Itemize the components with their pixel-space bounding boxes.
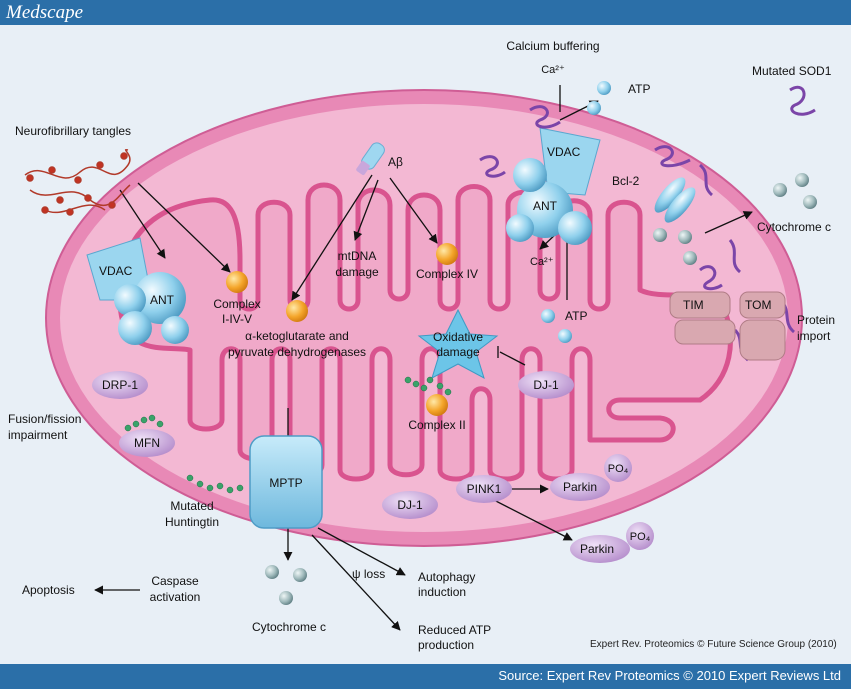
label-atp-mid: ATP: [565, 309, 588, 323]
label-reduced-atp-1: Reduced ATP: [418, 623, 492, 637]
tim-tom-complex: [669, 291, 786, 361]
pink1-protein: [456, 475, 512, 503]
dj1-protein-b: [382, 491, 438, 519]
label-tom: TOM: [745, 298, 772, 312]
label-complex-ii: Complex II: [408, 418, 466, 432]
label-vdac-right: VDAC: [547, 145, 581, 159]
label-complex-1b: I-IV-V: [221, 312, 253, 326]
label-atp-top: ATP: [628, 82, 651, 96]
label-fusion-2: impairment: [8, 428, 68, 442]
mfn-protein: [119, 429, 175, 457]
huntingtin-beads: [124, 376, 452, 494]
label-mutated-htt-2: Huntingtin: [164, 515, 220, 529]
label-caspase-1: Caspase: [151, 574, 199, 588]
complex-iv-ball: [436, 243, 458, 265]
header-bar: Medscape: [0, 0, 851, 25]
diagram-canvas: Calcium buffering Ca²⁺ ATP Mutated SOD1 …: [0, 25, 851, 664]
label-pink1: PINK1: [466, 482, 502, 496]
label-dj1-a: DJ-1: [533, 378, 559, 392]
label-apoptosis: Apoptosis: [22, 583, 75, 597]
label-alpha-kg-1: α-ketoglutarate and: [245, 329, 349, 343]
label-drp1: DRP-1: [101, 378, 139, 392]
label-oxidative-2: damage: [436, 345, 480, 359]
label-protein-import-2: import: [797, 329, 831, 343]
label-mfn: MFN: [134, 436, 160, 450]
label-psi-loss: ψ loss: [352, 567, 386, 581]
ant-left-ball: [134, 272, 186, 324]
label-parkin-b: Parkin: [579, 542, 615, 556]
label-ca-top: Ca²⁺: [541, 64, 565, 76]
complex-i-iv-v-ball: [226, 271, 248, 293]
label-autophagy-2: induction: [418, 585, 467, 599]
label-fusion-1: Fusion/fission: [8, 412, 82, 426]
mptp-channel: [249, 435, 323, 529]
source-text: Source: Expert Rev Proteomics © 2010 Exp…: [498, 668, 841, 683]
parkin-protein-a: [550, 473, 610, 501]
label-alpha-kg-2: pyruvate dehydrogenases: [227, 345, 367, 359]
figure-credit: Expert Rev. Proteomics © Future Science …: [590, 639, 837, 650]
label-mtdna-1: mtDNA: [337, 249, 377, 263]
label-parkin-a: Parkin: [562, 480, 598, 494]
footer-bar: Source: Expert Rev Proteomics © 2010 Exp…: [0, 664, 851, 689]
alpha-kg-ball: [286, 300, 308, 322]
mitochondria-diagram: [24, 81, 817, 631]
label-dj1-b: DJ-1: [397, 498, 423, 512]
label-ant-left: ANT: [150, 293, 174, 307]
label-ant-right: ANT: [533, 199, 557, 213]
label-mptp: MPTP: [269, 476, 303, 490]
oxidative-damage-star: [417, 308, 499, 380]
label-bcl2: Bcl-2: [612, 174, 640, 188]
label-complex-iv: Complex IV: [415, 267, 479, 281]
label-cytochrome-c-right: Cytochrome c: [757, 220, 832, 234]
label-po4-a: PO₄: [607, 463, 629, 475]
label-caspase-2: activation: [149, 590, 201, 604]
label-neurofibrillary-tangles: Neurofibrillary tangles: [15, 124, 132, 138]
label-calcium-buffering: Calcium buffering: [506, 39, 600, 53]
label-mutated-htt-1: Mutated: [170, 499, 214, 513]
drp1-protein: [92, 371, 148, 399]
label-oxidative-1: Oxidative: [432, 330, 484, 344]
brand-logo: Medscape: [6, 2, 84, 23]
bcl2-protein: [654, 177, 686, 213]
label-complex-1: Complex: [213, 297, 261, 311]
label-po4-b: PO₄: [629, 531, 651, 543]
label-mtdna-2: damage: [335, 265, 379, 279]
label-autophagy-1: Autophagy: [418, 570, 476, 584]
complex-ii-ball: [426, 394, 448, 416]
label-cytochrome-c-bottom: Cytochrome c: [251, 620, 327, 634]
dj1-protein-a: [518, 371, 574, 399]
parkin-protein-b: [570, 535, 630, 563]
label-vdac-left: VDAC: [99, 264, 133, 278]
label-ca-mid: Ca²⁺: [530, 256, 554, 268]
neurofibrillary-tangles-graphic: [24, 148, 131, 216]
label-protein-import-1: Protein: [797, 313, 836, 327]
label-reduced-atp-2: production: [418, 638, 475, 652]
label-tim: TIM: [683, 298, 704, 312]
label-abeta: Aβ: [388, 155, 403, 169]
label-mutated-sod1: Mutated SOD1: [752, 64, 832, 78]
